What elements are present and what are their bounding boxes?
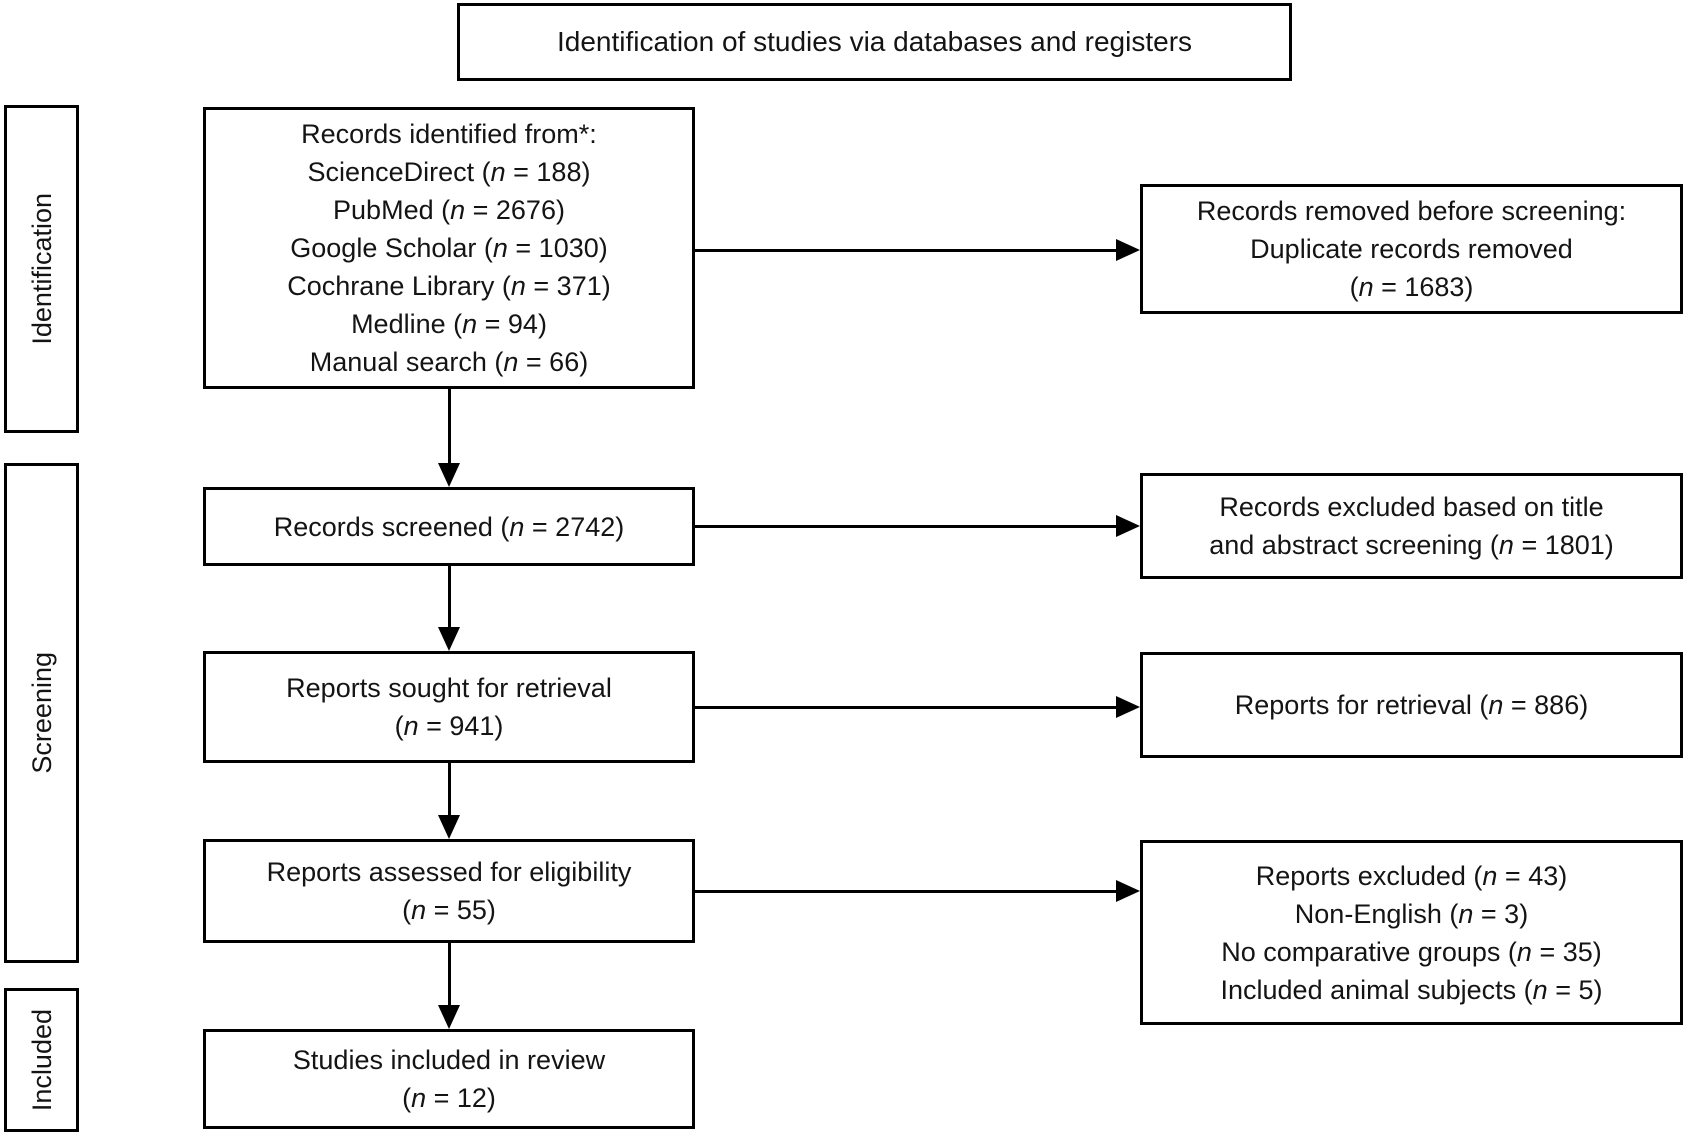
box-reports-assessed: Reports assessed for eligibility (n = 55… [203,839,695,943]
box-reports-sought: Reports sought for retrieval (n = 941) [203,651,695,763]
text-line: Reports excluded (n = 43) [1255,860,1568,891]
text-line: (n = 12) [402,1083,496,1113]
box-records-identified: Records identified from*: ScienceDirect … [203,107,695,389]
arrow-screened-to-excluded-shaft [695,525,1118,528]
arrow-assessed-to-included-shaft [448,943,451,1005]
arrow-identified-to-screened-head [438,463,460,487]
arrow-sought-to-retrieval-head [1116,696,1140,718]
arrow-screened-to-sought-shaft [448,566,451,627]
diagram-title: Identification of studies via databases … [556,26,1193,57]
text-line: Reports for retrieval (n = 886) [1234,690,1589,720]
stage-label-screening: Screening [26,652,57,774]
box-reports-excluded: Reports excluded (n = 43) Non-English (n… [1140,840,1683,1025]
text-line: (n = 55) [402,895,496,925]
text-line: and abstract screening (n = 1801) [1209,530,1614,560]
text-line: (n = 1683) [1349,272,1474,302]
text-line: Included animal subjects (n = 5) [1220,974,1603,1005]
text-line: Records removed before screening: [1196,196,1627,226]
arrow-identified-to-removed-head [1116,239,1140,261]
text-line: Reports assessed for eligibility [266,857,632,887]
text-line: Medline (n = 94) [351,309,547,339]
stage-box-screening: Screening [4,463,79,963]
text-line: Duplicate records removed [1250,234,1573,264]
text-line: Reports sought for retrieval [286,673,612,703]
text-line: ScienceDirect (n = 188) [307,157,591,187]
text-line: Records excluded based on title [1219,492,1604,522]
text-line: Cochrane Library (n = 371) [287,271,611,301]
stage-label-included: Included [26,1008,57,1112]
diagram-title-box: Identification of studies via databases … [457,3,1292,81]
arrow-identified-to-removed-shaft [695,249,1118,252]
arrow-sought-to-assessed-head [438,815,460,839]
box-reports-for-retrieval: Reports for retrieval (n = 886) [1140,652,1683,758]
box-records-screened: Records screened (n = 2742) [203,487,695,566]
text-line: No comparative groups (n = 35) [1221,936,1602,967]
arrow-sought-to-assessed-shaft [448,763,451,815]
arrow-screened-to-sought-head [438,627,460,651]
text-line: Studies included in review [292,1045,606,1075]
arrow-screened-to-excluded-head [1116,515,1140,537]
text-line: PubMed (n = 2676) [333,195,565,225]
text-line: (n = 941) [394,711,504,741]
stage-box-identification: Identification [4,105,79,433]
box-studies-included: Studies included in review (n = 12) [203,1029,695,1129]
arrow-identified-to-screened-shaft [448,389,451,463]
text-line: Non-English (n = 3) [1294,898,1529,929]
arrow-assessed-to-included-head [438,1005,460,1029]
box-records-removed: Records removed before screening: Duplic… [1140,184,1683,314]
arrow-assessed-to-reports-excluded-head [1116,880,1140,902]
text-line: Google Scholar (n = 1030) [290,233,608,263]
arrow-sought-to-retrieval-shaft [695,706,1118,709]
stage-box-included: Included [4,988,79,1132]
text-line: Records identified from*: [301,119,597,149]
text-line: Manual search (n = 66) [309,347,589,377]
stage-label-identification: Identification [26,193,57,345]
arrow-assessed-to-reports-excluded-shaft [695,890,1118,893]
box-records-excluded: Records excluded based on title and abst… [1140,473,1683,579]
text-line: Records screened (n = 2742) [273,511,625,542]
